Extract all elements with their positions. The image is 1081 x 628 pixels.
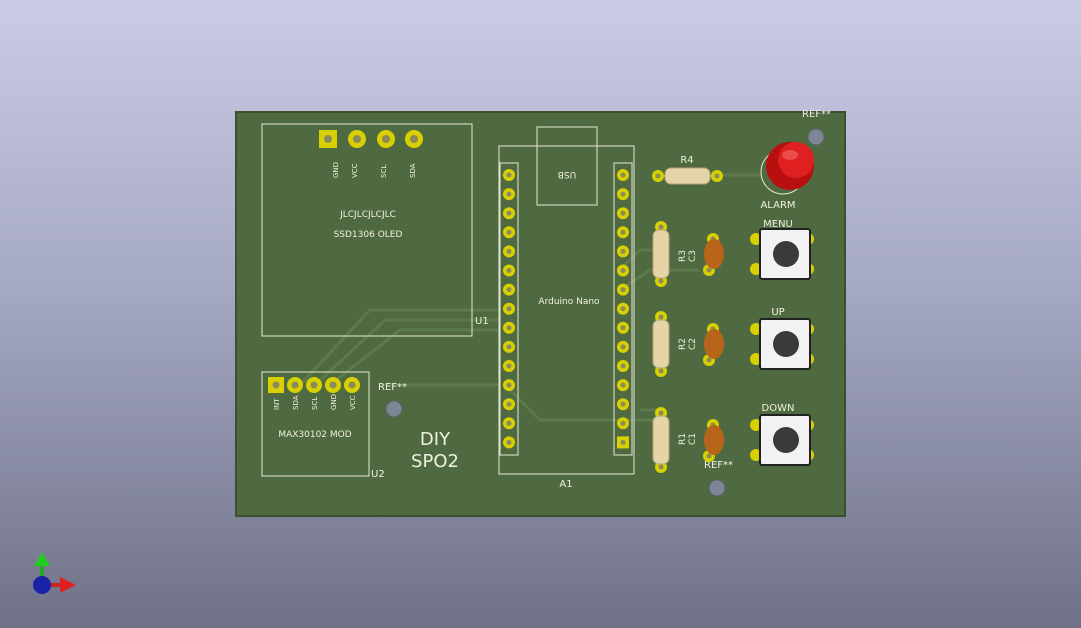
capacitor-body (704, 425, 724, 455)
oled-pin-sda: SDA (409, 163, 417, 178)
ref-label-3: REF** (802, 109, 831, 120)
row-down (652, 407, 814, 473)
nano-pin-hole (620, 439, 626, 445)
nano-pin-hole (506, 172, 512, 178)
c3-label: C3 (688, 250, 698, 262)
button-up-label: UP (771, 307, 784, 318)
nano-pin-hole (506, 191, 512, 197)
nano-pin-hole (620, 420, 626, 426)
title-line1: DIY (420, 429, 451, 450)
nano-pin-hole (506, 287, 512, 293)
resistor-body (652, 415, 670, 465)
row-menu (652, 221, 814, 287)
resistor-body (652, 319, 670, 369)
nano-pin-hole (506, 210, 512, 216)
mounting-hole-2 (708, 479, 726, 497)
nano-pin-hole (620, 191, 626, 197)
max-ref: U2 (371, 469, 385, 480)
c2-label: C2 (688, 338, 698, 350)
title-line2: SPO2 (411, 451, 459, 472)
button-menu-label: MENU (763, 219, 793, 230)
max-pin-int: INT (273, 398, 281, 410)
nano-header-left (499, 162, 519, 456)
resistor-body (652, 229, 670, 279)
button-down-knob (773, 427, 799, 453)
nano-usb-outline (536, 126, 598, 206)
r1-label: R1 (678, 433, 688, 445)
max-pin-gnd: GND (330, 394, 338, 410)
c1-label: C1 (688, 433, 698, 445)
nano-pin-hole (506, 268, 512, 273)
nano-pin-hole (506, 344, 512, 350)
nano-pin-hole (506, 382, 512, 388)
nano-pin-hole (506, 439, 512, 445)
nano-pin-hole (620, 210, 626, 216)
nano-usb-label: USB (558, 169, 576, 179)
nano-outline (498, 145, 635, 475)
nano-pin-hole (620, 325, 626, 331)
button-up-knob (773, 331, 799, 357)
nano-pin-hole (620, 229, 626, 235)
oled-line1: JLCJLCJLCJLC (339, 210, 396, 220)
oled-line2: SSD1306 OLED (334, 230, 403, 240)
ref-label-1: REF** (378, 382, 407, 393)
button-menu-knob (773, 241, 799, 267)
oled-ref: U1 (475, 316, 489, 327)
r4-label: R4 (680, 155, 693, 166)
nano-pin-hole (506, 248, 512, 254)
oled-pin-vcc: VCC (351, 163, 359, 178)
nano-pin-hole (506, 229, 512, 235)
max-pin-sda: SDA (292, 395, 300, 410)
nano-pin-hole (506, 363, 512, 369)
oled-pin-scl: SCL (380, 165, 388, 178)
nano-pin-hole (620, 363, 626, 369)
ref-label-2: REF** (704, 460, 733, 471)
nano-pin-hole (506, 420, 512, 426)
nano-pin-hole (620, 306, 626, 312)
nano-label: Arduino Nano (538, 297, 600, 307)
capacitor-body (704, 329, 724, 359)
pcb-board (235, 111, 846, 517)
max-pins (268, 377, 360, 393)
oled-outline (261, 123, 473, 337)
nano-pins (503, 169, 629, 449)
max-pin-vcc: VCC (349, 395, 357, 410)
r2-label: R2 (678, 338, 688, 350)
xyz-axis-icon[interactable] (33, 552, 76, 594)
mounting-hole-1 (385, 400, 403, 418)
mounting-hole-3 (807, 128, 825, 146)
nano-header-right (613, 162, 633, 456)
oled-pins (319, 130, 423, 148)
r3-label: R3 (678, 250, 688, 262)
button-down-label: DOWN (762, 403, 795, 414)
resistor-r4 (652, 167, 723, 185)
nano-pin-hole (620, 344, 626, 350)
oled-pin-gnd: GND (332, 162, 340, 178)
nano-pin-hole (620, 248, 626, 254)
nano-pin-hole (620, 401, 626, 407)
row-up (652, 311, 814, 377)
nano-pin-hole (506, 401, 512, 407)
max-pin-scl: SCL (311, 397, 319, 410)
nano-pin-hole (620, 287, 626, 293)
led-alarm (760, 142, 814, 195)
nano-pin-hole (506, 306, 512, 312)
led-label: ALARM (760, 200, 795, 211)
max-outline (261, 371, 370, 477)
capacitor-body (704, 239, 724, 269)
nano-pin-hole (620, 382, 626, 388)
nano-pin-hole (620, 172, 626, 178)
max-label: MAX30102 MOD (278, 430, 351, 440)
component-rows (652, 221, 814, 473)
nano-pin-hole (620, 268, 626, 273)
nano-ref: A1 (559, 479, 572, 490)
nano-pin-hole (506, 325, 512, 331)
